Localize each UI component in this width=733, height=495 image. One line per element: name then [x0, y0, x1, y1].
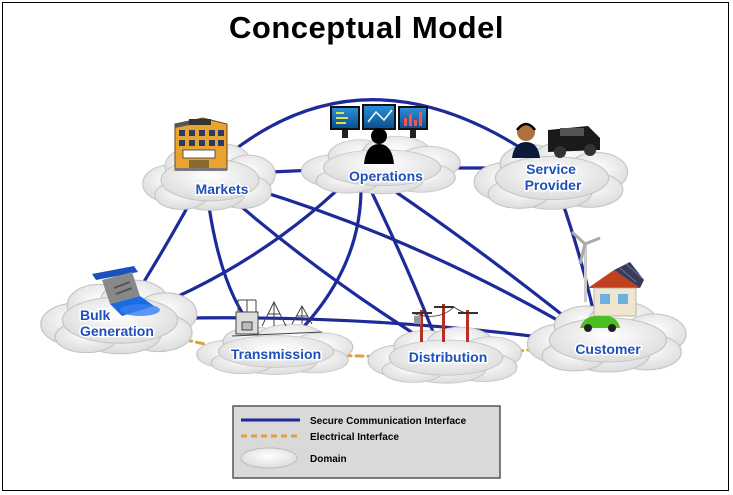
legend: Secure Communication Interface Electrica… — [232, 405, 501, 479]
diagram-title: Conceptual Model — [229, 10, 504, 45]
headset-operator-and-vehicle-icon — [512, 122, 600, 158]
operations-label: Operations — [349, 168, 423, 184]
customer-label: Customer — [575, 341, 641, 357]
legend-secure-label: Secure Communication Interface — [310, 416, 467, 427]
link-markets-service-provider — [203, 98, 552, 177]
transmission-label: Transmission — [231, 346, 321, 362]
legend-electrical-label: Electrical Interface — [310, 432, 399, 443]
control-room-monitors-icon — [330, 104, 428, 164]
legend-domain-label: Domain — [310, 454, 347, 465]
service-provider-label: Service Provider — [525, 161, 582, 193]
diagram-frame — [2, 2, 729, 491]
legend-domain-swatch — [240, 447, 298, 469]
office-building-icon — [174, 117, 228, 171]
markets-label: Markets — [196, 181, 249, 197]
link-operations-transmission — [278, 166, 363, 352]
substation-icon — [231, 299, 323, 337]
hydro-dam-icon — [92, 266, 160, 316]
bulk-generation-label: Bulk Generation — [80, 307, 154, 339]
distribution-label: Distribution — [409, 349, 488, 365]
utility-poles-icon — [411, 304, 479, 342]
house-wind-solar-ev-icon — [570, 230, 644, 332]
